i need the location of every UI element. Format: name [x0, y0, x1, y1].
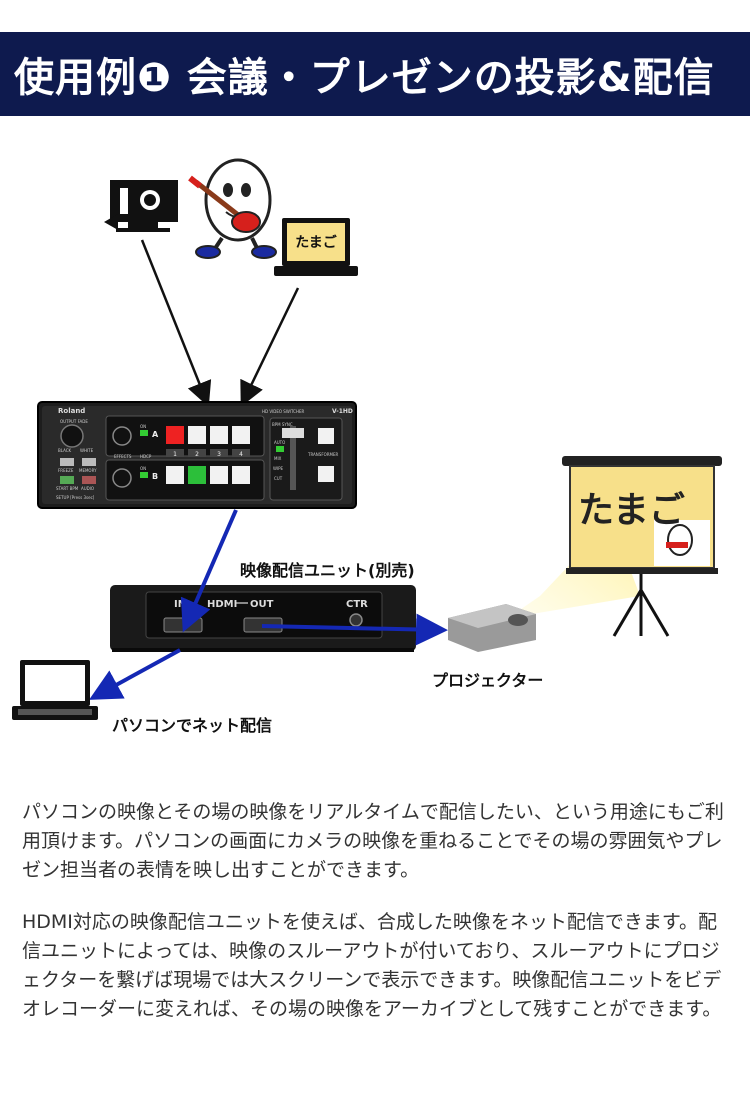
switcher-model: V-1HD: [332, 408, 353, 415]
pc-streaming-label: パソコンでネット配信: [112, 716, 273, 735]
switcher-row-b-label: B: [152, 472, 158, 481]
camera-to-switcher-arrow: [140, 239, 212, 407]
switcher-output-fade-label: OUTPUT FADE: [60, 419, 88, 424]
switcher-bpm-sync-label: BPM SYNC: [272, 422, 293, 427]
unit-to-pc-arrow: [88, 648, 181, 700]
streaming-unit-ctr-label: CTR: [346, 599, 368, 610]
switcher-model-caption: HD VIDEO SWITCHER: [262, 409, 305, 414]
switcher-cut-label: CUT: [274, 476, 283, 481]
streaming-unit-hdmi-label: HDMI: [207, 599, 237, 610]
switcher-wipe-label: WIPE: [273, 466, 284, 471]
page-title: 使用例❶ 会議・プレゼンの投影&配信: [14, 55, 715, 101]
switcher-audio-label: AUDIO: [81, 486, 94, 491]
egg-mascot-icon: [188, 158, 277, 259]
switcher-effects-label: EFFECTS: [114, 454, 132, 459]
switcher-on-a-label: ON: [140, 424, 146, 429]
laptop-screen-text: たまご: [295, 234, 338, 251]
description-paragraph-1: パソコンの映像とその場の映像をリアルタイムで配信したい、という用途にもご利用頂け…: [22, 801, 724, 881]
description-paragraph-2: HDMI対応の映像配信ユニットを使えば、合成した映像をネット配信できます。配信ユ…: [22, 911, 722, 1020]
projector-label: プロジェクター: [432, 671, 544, 690]
switcher-number-4: 4: [239, 451, 243, 458]
streaming-unit-device: [110, 585, 416, 652]
projection-screen-icon: [562, 456, 722, 637]
projector-icon: [448, 604, 536, 652]
switcher-white-label: WHITE: [80, 448, 94, 453]
switcher-row-a-label: A: [152, 430, 159, 439]
streaming-unit-out-label: OUT: [250, 599, 274, 610]
laptop-to-switcher-arrow: [240, 287, 300, 407]
streaming-unit-label: 映像配信ユニット(別売): [240, 561, 415, 580]
title-banner: 使用例❶ 会議・プレゼンの投影&配信: [0, 32, 750, 116]
switcher-transformer-label: TRANSFORMER: [307, 452, 339, 457]
switcher-hdcp-label: HDCP: [140, 454, 152, 459]
switcher-number-1: 1: [173, 451, 177, 458]
switcher-memory-label: MEMORY: [79, 468, 97, 473]
video-switcher-device: [37, 401, 357, 509]
switcher-on-b-label: ON: [140, 466, 146, 471]
video-camera-icon: [104, 180, 178, 232]
streaming-unit-in-label: IN: [174, 599, 186, 610]
switcher-freeze-label: FREEZE: [58, 468, 74, 473]
switcher-mix-label: MIX: [274, 456, 282, 461]
unit-to-projector-arrow: [261, 613, 448, 646]
switcher-number-3: 3: [217, 451, 221, 458]
switcher-to-unit-arrow: [180, 509, 238, 633]
pc-laptop-icon: [12, 660, 98, 720]
switcher-start-bpm-label: START BPM: [56, 486, 79, 491]
switcher-number-2: 2: [195, 451, 199, 458]
switcher-black-label: BLACK: [58, 448, 72, 453]
switcher-setup-label: SETUP [Press 3sec]: [56, 495, 95, 500]
projection-screen-text: たまご: [578, 490, 685, 531]
switcher-brand: Roland: [58, 407, 85, 415]
switcher-auto-label: AUTO: [274, 440, 285, 445]
laptop-icon: [274, 218, 358, 276]
